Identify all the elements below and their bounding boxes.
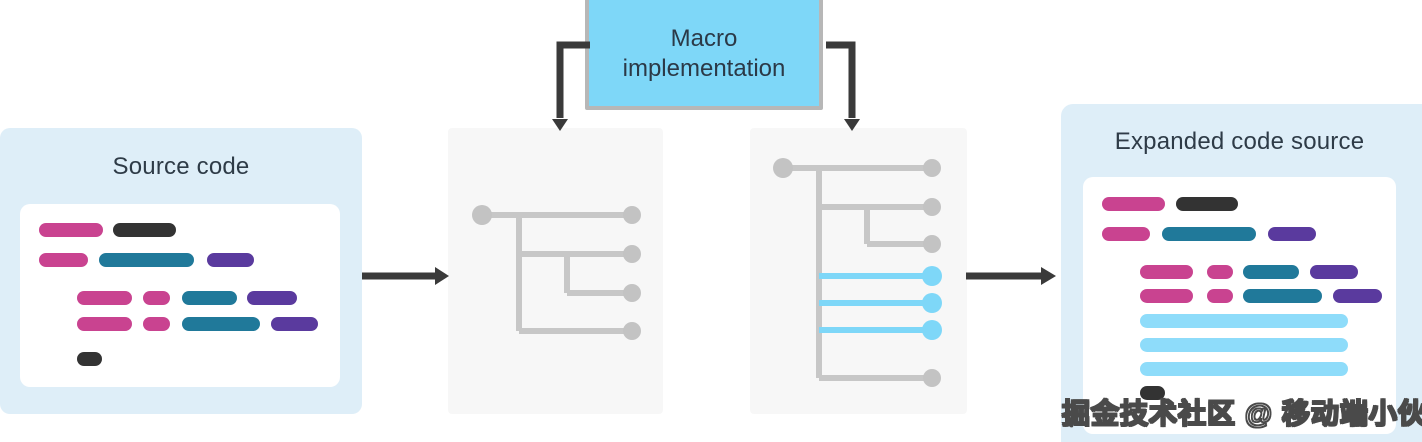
code-pill [1140,314,1348,328]
code-pill [247,291,297,305]
code-pill [143,291,170,305]
code-pill [182,317,260,331]
code-pill [143,317,170,331]
code-pill [1207,265,1233,279]
code-pill [99,253,194,267]
code-pill [39,223,103,237]
code-pill [182,291,237,305]
code-pill [271,317,318,331]
code-pill [1140,265,1193,279]
expanded-code-card [1083,177,1396,434]
code-pill [1176,197,1238,211]
expanded-code-title: Expanded code source [1114,128,1365,155]
code-pill [39,253,88,267]
code-pill [1207,289,1233,303]
code-pill [1162,227,1256,241]
code-pill [113,223,176,237]
macro-box-label-line2: implementation [622,55,786,82]
code-pill [1268,227,1316,241]
code-pill [1243,265,1299,279]
macro-implementation-box: Macro implementation [585,0,823,110]
source-code-title: Source code [112,153,250,180]
code-pill [1333,289,1382,303]
code-pill [1310,265,1358,279]
code-pill [77,291,132,305]
code-pill [77,317,132,331]
code-pill [77,352,102,366]
watermark-text: 掘金技术社区 @ 移动端小伙伴 [1061,397,1422,430]
code-pill [1140,386,1165,400]
code-pill [1102,197,1165,211]
code-pill [1140,362,1348,376]
code-pill [1140,289,1193,303]
code-pill [1102,227,1150,241]
ast-panel-2 [750,128,967,414]
ast-panel-1 [448,128,663,414]
code-pill [1140,338,1348,352]
macro-box-label-line1: Macro [670,25,738,52]
code-pill [207,253,254,267]
code-pill [1243,289,1322,303]
